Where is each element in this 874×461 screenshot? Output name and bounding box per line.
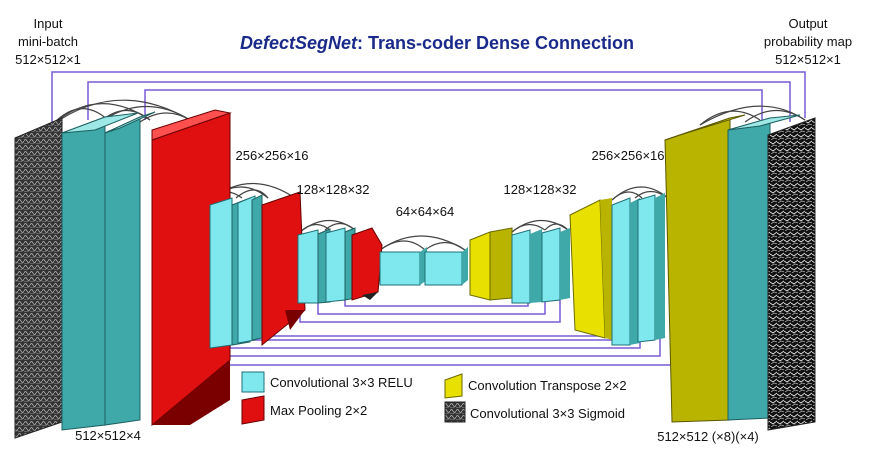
transpose-3 [469,227,513,301]
maxpool-3 [351,227,383,301]
title-rest: : Trans-coder Dense Connection [357,33,634,53]
legend-maxpool: Max Pooling 2×2 [270,403,367,418]
dim-dec2: 256×256×16 [591,148,664,163]
input-label-line1: Input [34,16,63,31]
legend-swatch-conv-transpose [444,373,463,399]
legend: Convolutional 3×3 RELU Max Pooling 2×2 C… [241,371,627,425]
enc2-conv-blocks [209,194,263,349]
legend-conv-transpose: Convolution Transpose 2×2 [468,378,627,393]
input-image [14,117,63,439]
bottleneck-blocks [379,247,468,286]
dim-dec3: 128×128×32 [503,182,576,197]
transpose-2 [569,198,612,340]
maxpool-2 [261,191,306,347]
enc3-conv-blocks [297,227,356,304]
dec3-conv-blocks [511,227,570,304]
legend-conv-sigmoid: Convolutional 3×3 Sigmoid [470,406,625,421]
legend-swatch-conv-relu [241,371,265,393]
dim-enc1: 512×512×4 [75,428,141,443]
dim-bottleneck: 64×64×64 [396,204,455,219]
output-label-line2: probability map [764,34,852,49]
legend-conv-relu: Convolutional 3×3 RELU [270,375,413,390]
output-image [767,117,816,431]
dec1-conv-blocks [727,114,801,421]
dim-dec1: 512×512 (×8)(×4) [657,429,759,444]
legend-swatch-conv-sigmoid [444,401,466,423]
dim-enc2: 256×256×16 [235,148,308,163]
legend-swatch-maxpool [241,395,265,425]
input-label-line2: mini-batch [18,34,78,49]
input-label-line3: 512×512×1 [15,52,81,67]
dim-enc3: 128×128×32 [296,182,369,197]
output-label-line3: 512×512×1 [775,52,841,67]
enc1-conv-blocks [61,111,156,431]
output-label-line1: Output [788,16,827,31]
diagram-title: DefectSegNet: Trans-coder Dense Connecti… [240,33,634,53]
dec2-conv-blocks [611,193,665,346]
title-italic: DefectSegNet [240,33,358,53]
